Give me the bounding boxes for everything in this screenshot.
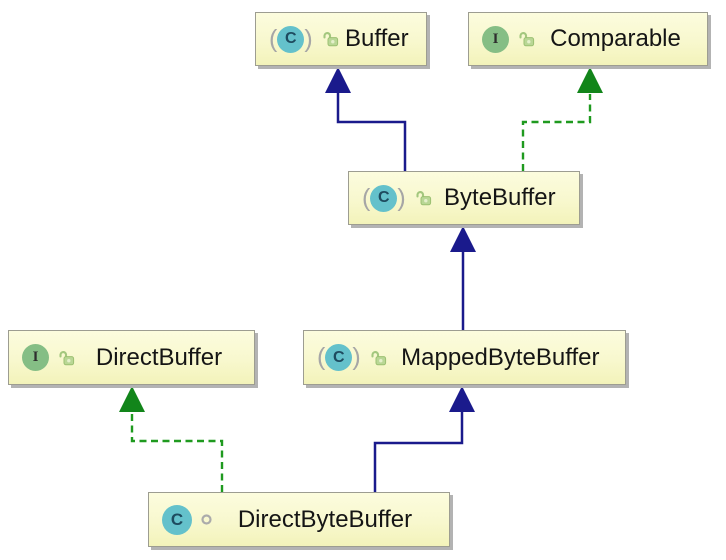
class-letter: C [370,184,398,212]
node-label: Buffer [345,25,409,52]
node-label: DirectBuffer [95,343,223,371]
class-icon: C [162,504,192,535]
class-node-bytebuffer[interactable]: C ByteBuffer [348,171,580,225]
edge-bytebuffer-extends-buffer[interactable] [325,67,407,171]
public-open-lock-icon [519,32,535,47]
edge-bytebuffer-implements-comparable[interactable] [521,67,603,171]
public-open-lock-icon [416,191,431,206]
class-node-directbytebuffer[interactable]: C DirectByteBuffer [148,492,450,547]
abstract-class-icon: C [362,184,406,212]
node-label: Comparable [550,25,681,52]
interface-node-comparable[interactable]: I Comparable [468,12,708,66]
public-open-lock-icon [323,32,338,47]
interface-icon: I [22,344,49,371]
interface-icon: I [482,25,509,53]
public-open-lock-icon [59,350,75,365]
class-letter: C [277,25,305,53]
class-letter: C [325,344,353,371]
class-node-mappedbytebuffer[interactable]: C MappedByteBuffer [303,330,626,385]
node-label: DirectByteBuffer [237,505,413,533]
class-node-buffer[interactable]: C Buffer [255,12,427,66]
public-open-lock-icon [371,350,386,365]
abstract-class-icon: C [317,344,361,371]
interface-letter: I [22,344,49,371]
edge-directbytebuffer-implements-directbuffer[interactable] [119,386,224,492]
interface-node-directbuffer[interactable]: I DirectBuffer [8,330,255,385]
abstract-class-icon: C [269,25,313,53]
interface-letter: I [482,25,509,53]
package-private-icon [201,514,212,525]
edge-mappedbytebuffer-extends-bytebuffer[interactable] [450,226,476,330]
class-letter: C [162,504,192,535]
edge-directbytebuffer-extends-mappedbytebuffer[interactable] [373,386,475,492]
node-label: MappedByteBuffer [401,343,600,371]
node-label: ByteBuffer [444,184,556,211]
